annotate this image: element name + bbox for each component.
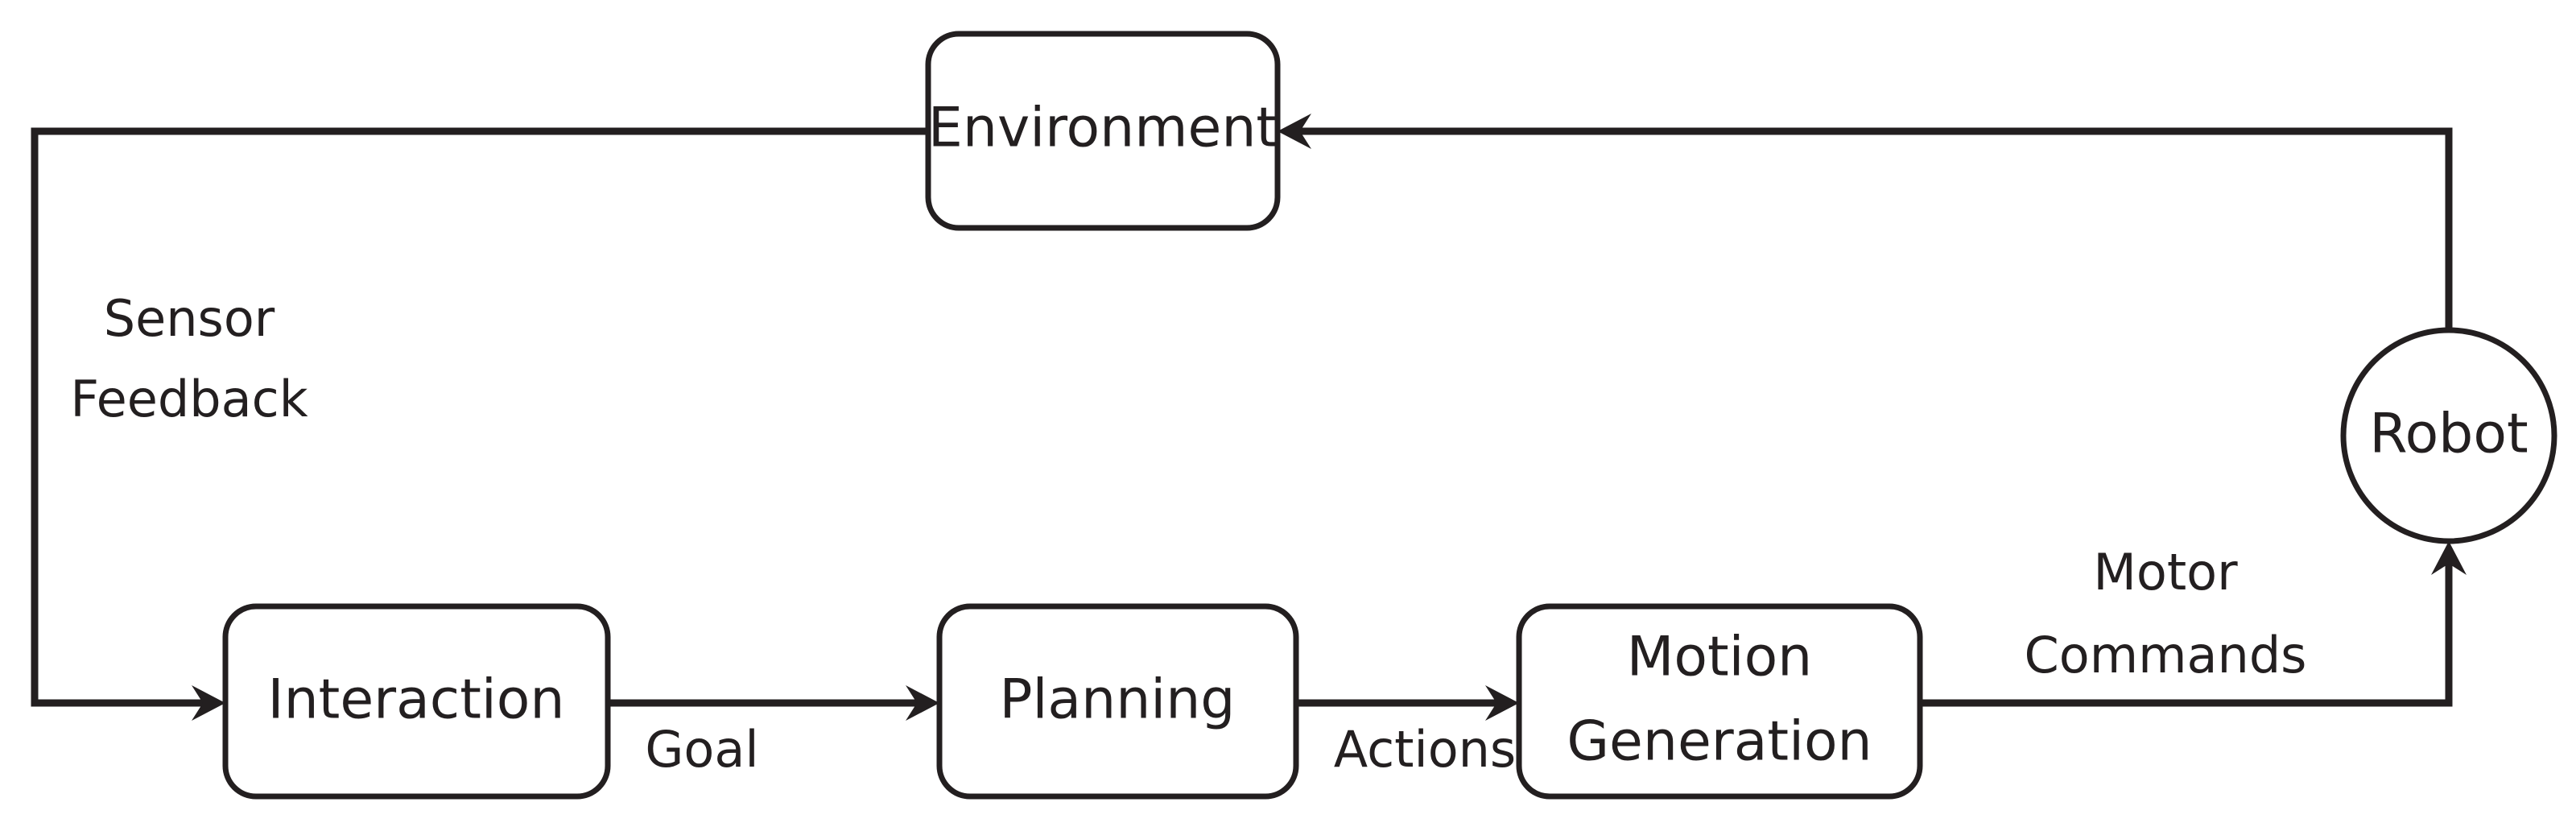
motor-commands-arrowhead [2431, 541, 2467, 575]
sensor-feedback-label-line2: Feedback [70, 370, 308, 428]
actions-label: Actions [1334, 720, 1516, 779]
node-interaction[interactable]: Interaction [222, 603, 611, 800]
planning-box[interactable] [936, 603, 1299, 800]
sensor-feedback-arrowhead [192, 685, 225, 721]
edge-robot-to-environment [1278, 114, 2453, 330]
environment-box[interactable] [925, 31, 1281, 231]
edge-goal [608, 685, 939, 721]
edge-sensor-feedback [31, 127, 928, 721]
node-environment[interactable]: Environment [925, 31, 1281, 231]
motor-commands-line [1920, 552, 2453, 707]
environment-label: Environment [928, 97, 1278, 160]
robot-label: Robot [2369, 403, 2528, 466]
edge-motor-commands [1920, 541, 2467, 707]
motion-generation-label-line2: Generation [1567, 710, 1872, 774]
edge-actions [1296, 685, 1519, 721]
interaction-label: Interaction [268, 668, 565, 732]
goal-arrowhead [906, 685, 939, 721]
node-motion-generation[interactable]: Motion Generation [1516, 603, 1923, 800]
actions-arrowhead [1485, 685, 1519, 721]
motor-commands-label-line1: Motor [2093, 543, 2238, 602]
motion-generation-box[interactable] [1516, 603, 1923, 800]
motion-generation-label-line1: Motion [1627, 626, 1813, 689]
sensor-feedback-label-line1: Sensor [104, 289, 275, 348]
robot-circle[interactable] [2340, 327, 2557, 544]
motor-commands-label-line2: Commands [2025, 626, 2307, 684]
node-robot[interactable]: Robot [2340, 327, 2557, 544]
node-planning[interactable]: Planning [936, 603, 1299, 800]
robot-to-environment-arrowhead [1278, 114, 1311, 149]
planning-label: Planning [1000, 668, 1236, 732]
goal-label: Goal [645, 720, 758, 779]
robot-to-environment-line [1288, 127, 2453, 330]
sensor-feedback-line [31, 127, 928, 707]
interaction-box[interactable] [222, 603, 611, 800]
